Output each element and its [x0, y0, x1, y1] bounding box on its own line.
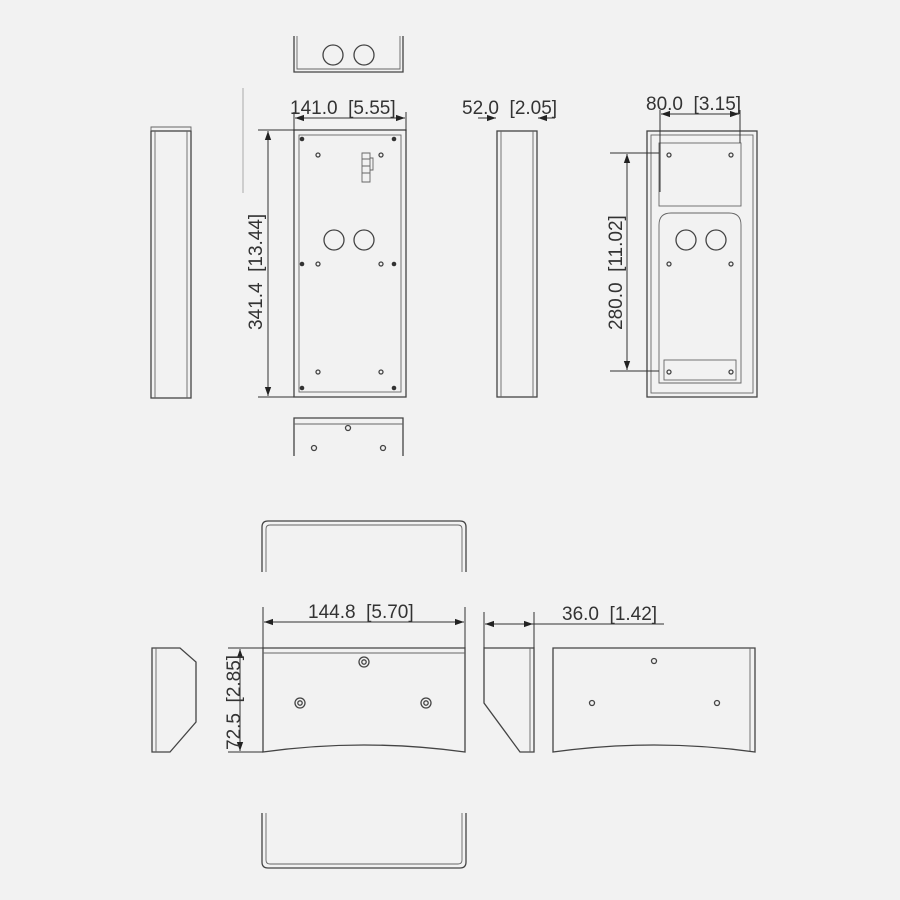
dimension-top-width-label: 141.0 [5.55]: [290, 98, 396, 119]
hood-bottom-view: [261, 813, 467, 869]
rear-upper-cutout: [658, 142, 742, 207]
rear-lower-cutout: [658, 212, 742, 384]
dimension-top-height-label: 341.4 [13.44]: [246, 214, 267, 330]
dimension-rear-cutout-width-label: 80.0 [3.15]: [646, 94, 741, 115]
screw-icon: [391, 385, 397, 391]
hood-front-view: [262, 647, 466, 753]
top-view: [293, 36, 404, 73]
dimension-top-width: 141.0 [5.55]: [290, 98, 407, 131]
dimension-bottom-height-label: 72.5 [2.85]: [224, 655, 245, 750]
dimension-bottom-width: 144.8 [5.70]: [262, 602, 466, 648]
screw-icon: [299, 261, 305, 267]
bottom-view: [293, 417, 404, 456]
dimension-bottom-width-label: 144.8 [5.70]: [308, 602, 414, 623]
rear-view-hole-left: [675, 229, 697, 251]
dimension-rear-cutout-height-label: 280.0 [11.02]: [606, 215, 627, 330]
hood-right-side-view: [483, 647, 535, 753]
front-view-hole-right: [353, 229, 375, 251]
front-view: [293, 129, 407, 398]
dimension-side-depth-label: 52.0 [2.05]: [462, 98, 557, 119]
screw-icon: [391, 261, 397, 267]
dimension-top-height: 341.4 [13.44]: [246, 129, 294, 398]
top-view-hole-left: [322, 44, 344, 66]
left-side-view: [150, 126, 192, 399]
screw-icon: [391, 136, 397, 142]
rear-view-hole-right: [705, 229, 727, 251]
front-view-hole-left: [323, 229, 345, 251]
dimension-side-depth: 52.0 [2.05]: [462, 98, 557, 122]
right-side-view: [496, 130, 538, 398]
hood-top-view: [261, 520, 467, 572]
dimension-bottom-height: 72.5 [2.85]: [224, 647, 263, 753]
dimension-bottom-depth: 36.0 [1.42]: [483, 604, 664, 648]
hood-rear-view: [552, 647, 756, 753]
dimension-bottom-depth-label: 36.0 [1.42]: [562, 604, 657, 625]
rear-view: [646, 130, 758, 398]
dimension-rear-cutout-width: 80.0 [3.15]: [646, 94, 741, 192]
screw-icon: [299, 136, 305, 142]
screw-icon: [299, 385, 305, 391]
hood-left-side-view: [151, 647, 197, 753]
top-view-hole-right: [353, 44, 375, 66]
dimension-rear-cutout-height: 280.0 [11.02]: [606, 152, 659, 372]
